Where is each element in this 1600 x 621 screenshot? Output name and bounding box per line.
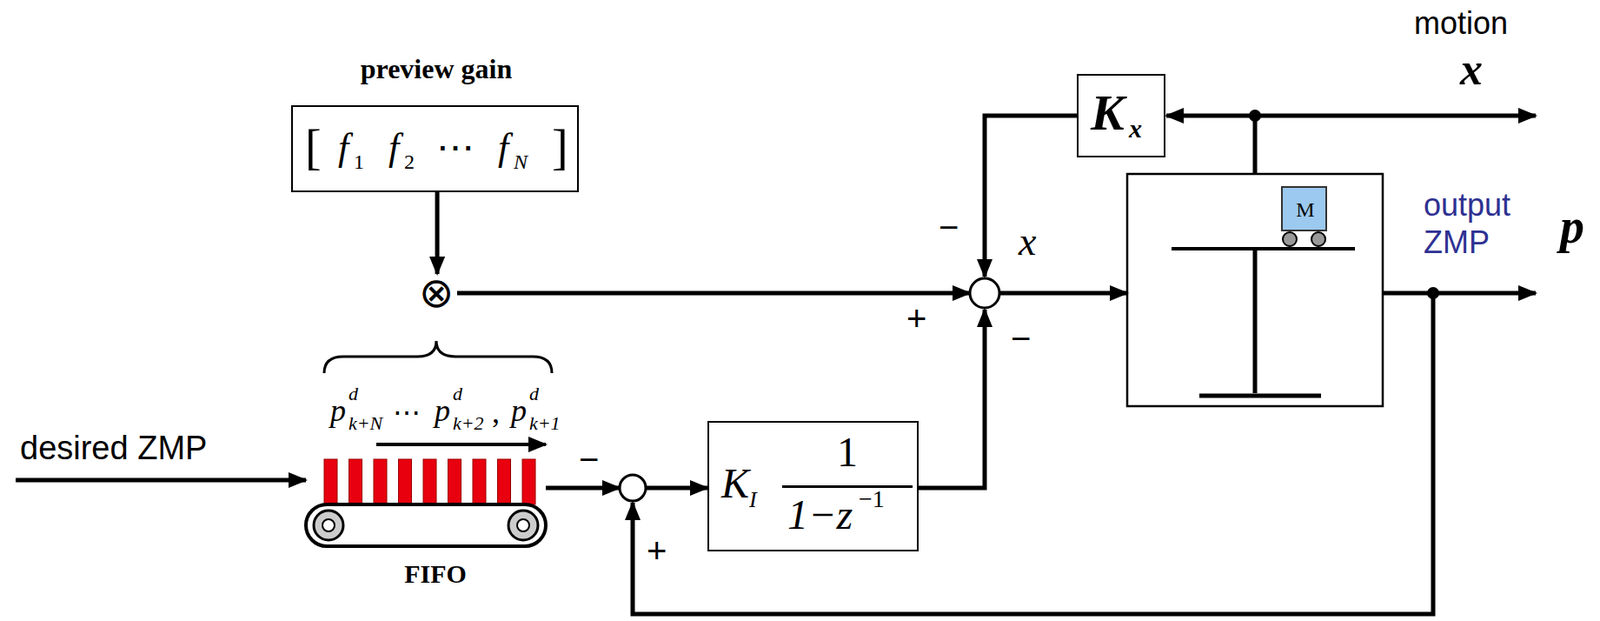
sign: − [938,206,959,247]
zmp-sequence: d [452,382,463,405]
branch-dot [1427,286,1440,299]
multiplier: ⊗ [417,273,458,319]
state-gain-box: Kx [1076,73,1166,158]
buffer-name: FIFO [404,558,467,590]
node-text: 2 [404,150,415,175]
zmp-sequence: d [348,382,359,405]
summing-junction [619,474,646,501]
plant-box [1127,173,1383,406]
signal-line [984,115,1077,277]
node-text: K [1090,84,1125,143]
node-text: ] [551,119,569,175]
cart-mass: M [1281,185,1328,232]
zmp-sequence: ⋯ [392,396,421,429]
node-text: M [1295,198,1315,223]
zmp-sequence: k+1 [529,411,561,434]
node-text: f [338,126,349,171]
cart-table-model [1171,232,1355,396]
signal-line [545,485,620,491]
node-text: ⊗ [418,268,454,317]
node-text: K [721,458,750,507]
zmp-sequence: k+N [348,411,383,434]
preview-gain-box: preview gain[f1f2⋯fN] [291,105,579,193]
node-text: 1−z [787,490,853,538]
signal-name: motion [1414,5,1508,41]
node-text: x [1128,113,1142,145]
sign: − [578,438,599,479]
zmp-sequence: p [434,392,451,429]
input-arrow [15,478,306,483]
signal-line [1166,113,1255,119]
zmp-sequence: p [511,392,527,429]
signal-line [918,309,985,488]
signal-name: desired ZMP [19,429,207,468]
node-text: f [497,126,509,171]
node-text: 1 [836,427,858,476]
node-text: 1 [353,150,365,175]
sign: + [646,530,667,571]
signal-name: output ZMP [1423,185,1546,261]
node-text: f [388,126,399,171]
sign: + [906,298,927,339]
zmp-sequence: k+2 [452,411,485,434]
signal-line [1382,291,1536,296]
fraction-bar [782,484,913,488]
brace [324,340,552,373]
zmp-sequence: d [529,382,539,405]
signal-line [1254,113,1536,119]
signal-symbol: p [1560,198,1585,254]
node-text: I [749,486,757,513]
summing-junction [969,278,1000,308]
zmp-sequence: p [330,392,346,429]
integrator-box: KI 1 1−z−1 [707,420,919,552]
feedback-line [632,292,1434,614]
sign: − [1010,318,1031,359]
signal-line [999,291,1128,296]
node-text: preview gain [360,53,513,86]
fifo-conveyor [305,458,546,546]
signal-symbol: x⃛ [1018,219,1068,266]
shift-arrow [376,442,546,446]
node-text: N [513,150,528,175]
node-text: ⋯ [436,126,475,171]
signal-line [645,485,708,491]
signal-symbol: x [1460,43,1483,96]
signal-arrow [435,192,440,274]
branch-dot [1248,109,1262,122]
node-text: [ [305,119,322,175]
zmp-sequence: , [491,394,500,431]
signal-line [1253,115,1258,174]
node-text: −1 [858,484,885,513]
signal-line [457,291,970,296]
